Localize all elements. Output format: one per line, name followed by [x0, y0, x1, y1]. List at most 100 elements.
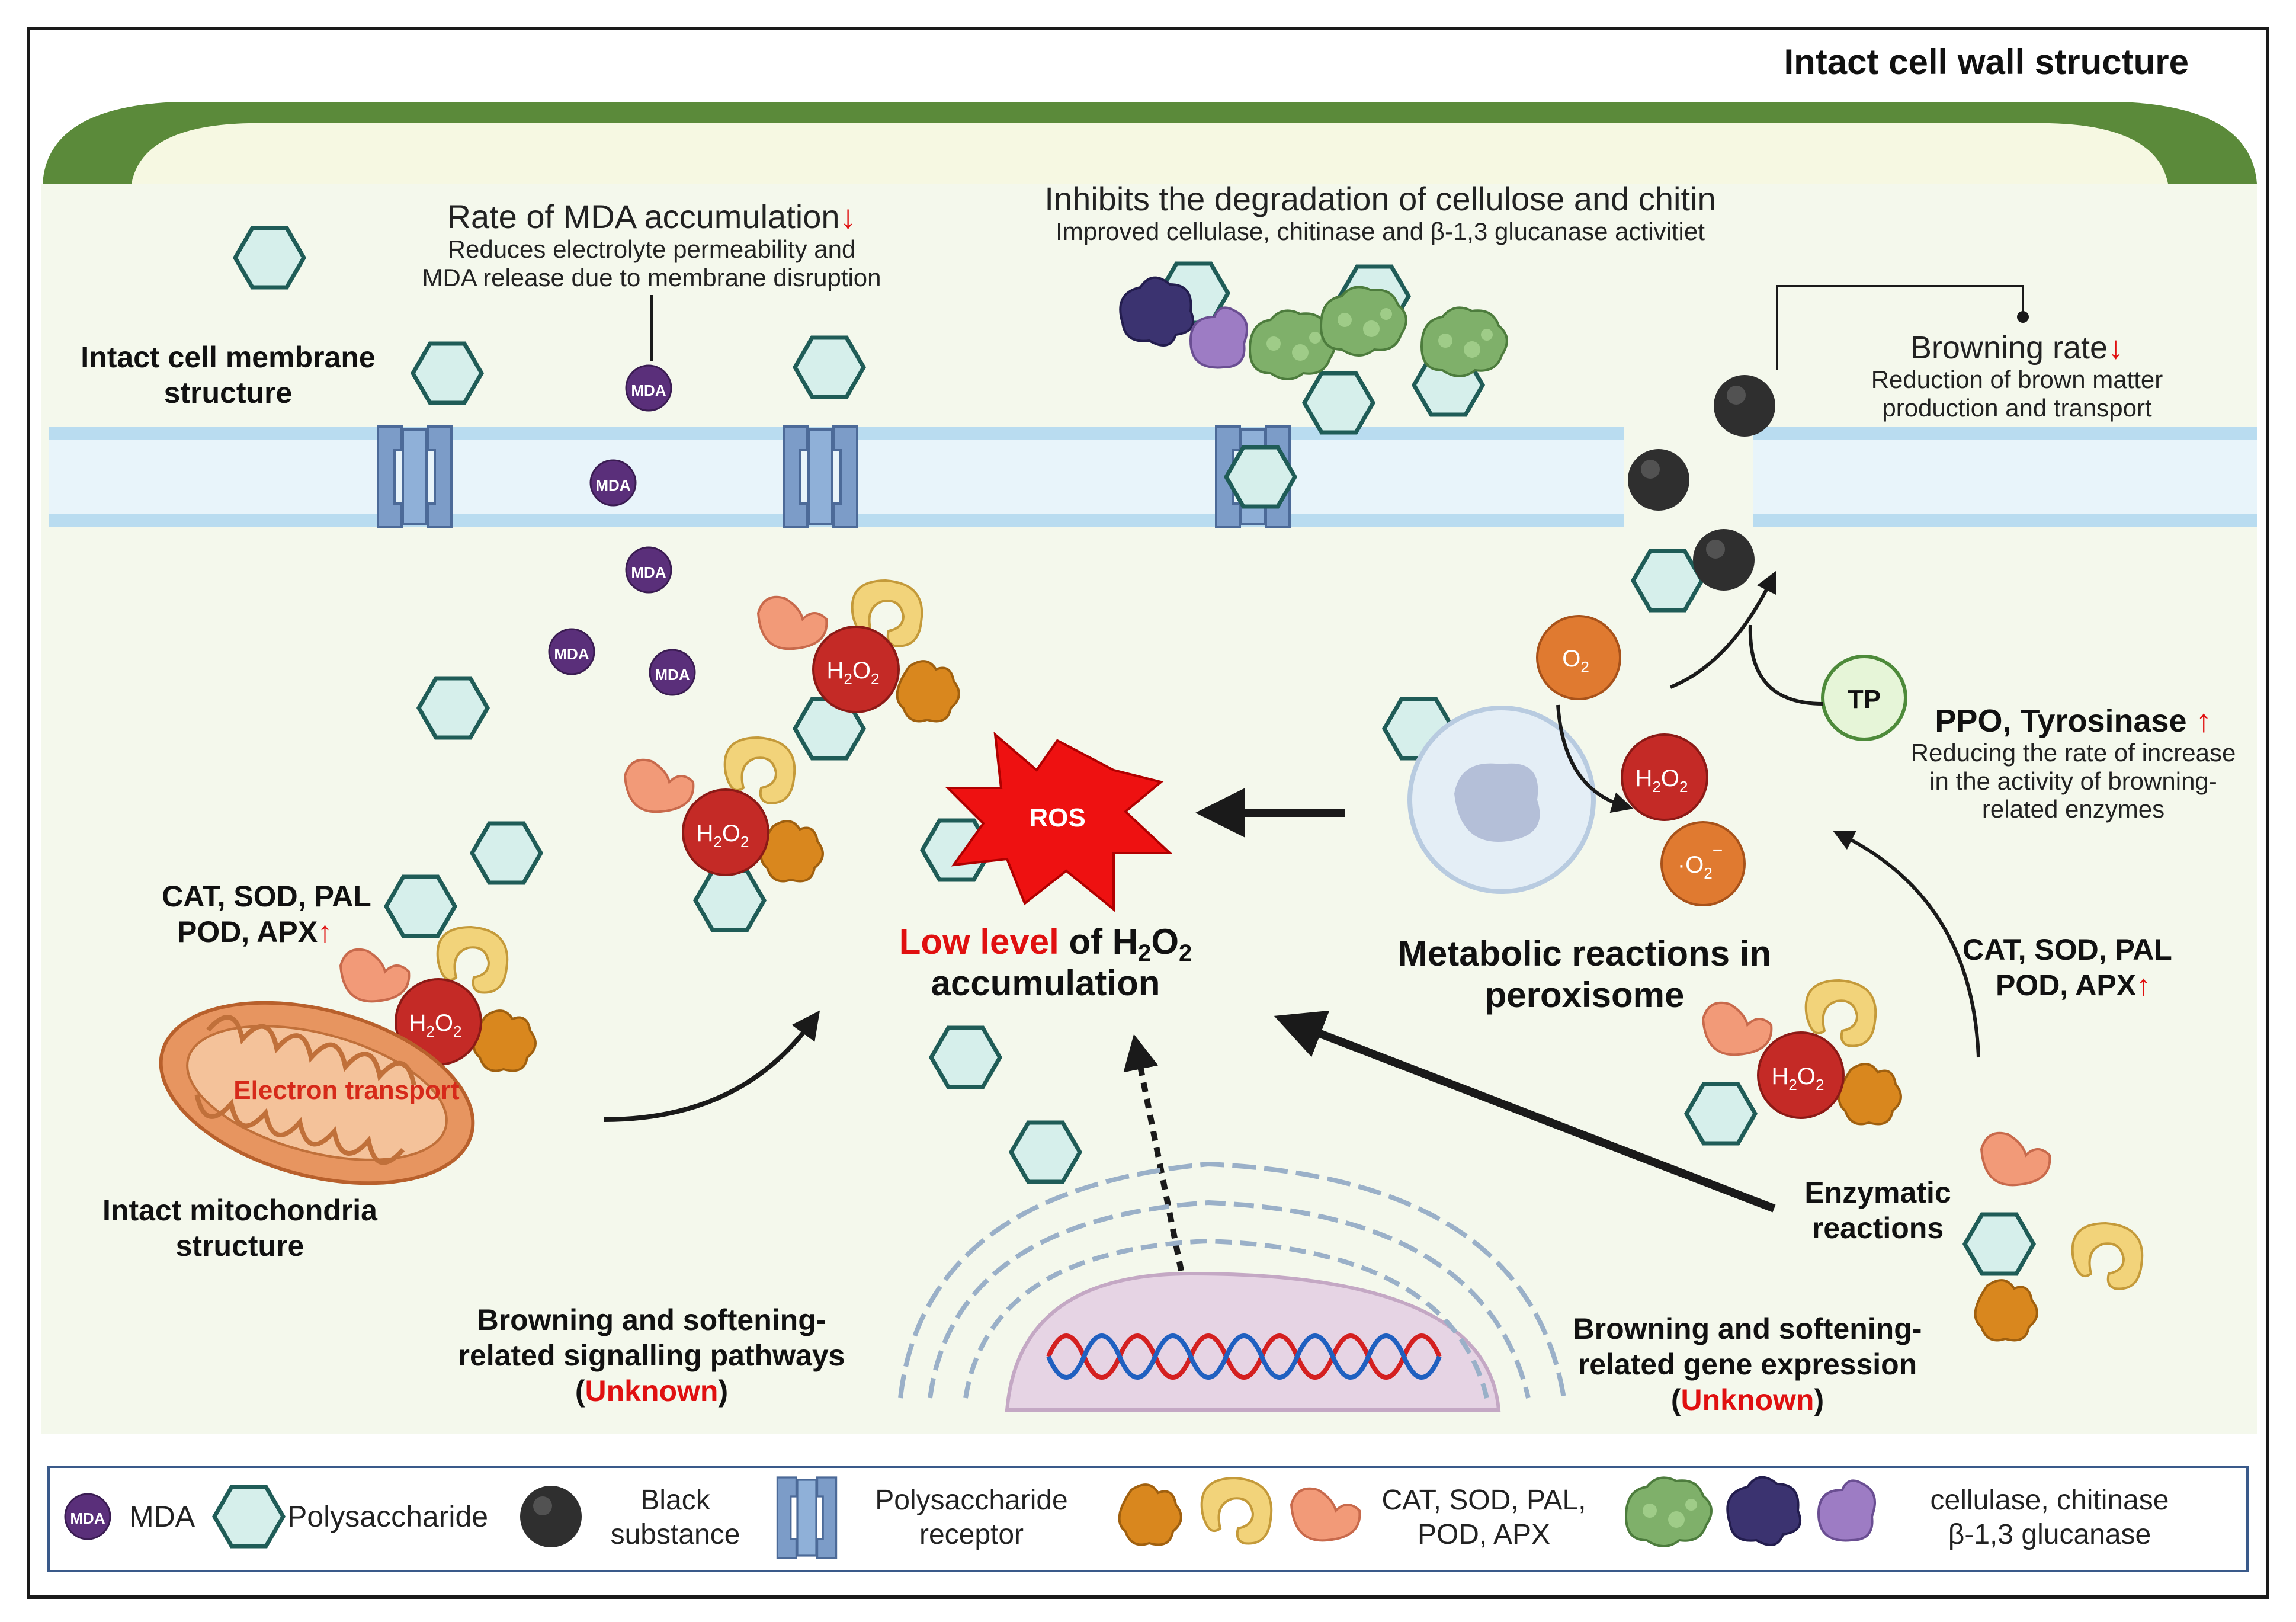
polysaccharide — [386, 877, 455, 936]
dna-strand — [1046, 1333, 1442, 1380]
h2o2-text: H — [827, 658, 844, 684]
h2o2-sub: 2 — [844, 670, 852, 688]
h2o2-text: O — [1661, 765, 1679, 791]
polysaccharide — [235, 228, 304, 287]
h2o2-group: H2O2 — [757, 579, 960, 723]
h2o2-text: O — [852, 658, 871, 684]
superoxide-sub: 2 — [1704, 864, 1712, 882]
svg-text:·O2−: ·O2− — [1678, 841, 1723, 882]
h2o2-level-label: Low level of H2O2 — [899, 922, 1192, 966]
ppo-block: TP PPO, Tyrosinase ↑ Reducing the rate o… — [1821, 655, 2236, 823]
browning-title-text: Browning rate — [1910, 330, 2108, 366]
signalling-label: Browning and softening- — [477, 1303, 826, 1336]
browning-title: Browning rate↓ — [1910, 330, 2124, 366]
paren: ( — [1671, 1383, 1681, 1416]
polysaccharide-receptor — [377, 425, 453, 528]
mitochondria-label: structure — [176, 1229, 304, 1262]
legend-enzyme-icon — [1118, 1483, 1182, 1546]
h2o2-text: H — [1772, 1063, 1789, 1089]
mda-molecules: MDA MDA MDA MDA MDA — [548, 364, 696, 696]
gene-expression-label: Browning and softening- — [1573, 1312, 1922, 1345]
legend-polysaccharide-icon — [214, 1487, 283, 1546]
legend-black-label: substance — [611, 1519, 740, 1550]
legend-receptor-icon — [776, 1476, 838, 1559]
h2o2-sub: 2 — [1816, 1076, 1824, 1094]
h2o2-text: H — [409, 1010, 427, 1036]
legend-polysaccharide-label: Polysaccharide — [287, 1500, 488, 1533]
paren: ) — [718, 1374, 728, 1408]
black-substance — [1714, 375, 1775, 437]
legend-black-label: Black — [640, 1485, 710, 1516]
mda-title-text: Rate of MDA accumulation — [447, 198, 840, 235]
polysaccharide — [1226, 447, 1295, 507]
ppo-desc: in the activity of browning- — [1929, 767, 2217, 795]
h2o2-text: H — [1636, 765, 1653, 791]
signalling-unknown: (Unknown) — [575, 1374, 728, 1408]
dna-strand — [1046, 1333, 1442, 1380]
o-text: O — [1151, 922, 1179, 961]
h2o2-text: O — [1797, 1063, 1816, 1089]
legend-cellulase-label: β-1,3 glucanase — [1948, 1519, 2151, 1550]
superoxide-sup: − — [1713, 841, 1723, 860]
legend-antioxidant-label: POD, APX — [1418, 1519, 1550, 1550]
left-enzymes-text: POD, APX — [177, 915, 318, 948]
polysaccharide — [695, 871, 764, 930]
polysaccharide — [419, 678, 488, 738]
h2o2-sub: 2 — [713, 833, 721, 851]
svg-text:H2O2: H2O2 — [1636, 765, 1688, 796]
ppo-title-text: PPO, Tyrosinase — [1935, 703, 2186, 739]
h2o2-sub: 2 — [1788, 1076, 1797, 1094]
of-h-text: of H — [1059, 922, 1138, 961]
polysaccharide — [1686, 1084, 1755, 1143]
oxygen-molecule: O2 — [1536, 615, 1621, 700]
h2o2-group: H2O2 — [1702, 979, 1902, 1126]
cell-wall-inner — [132, 123, 2168, 184]
legend-mda-icon: MDA — [70, 1509, 105, 1527]
legend-receptor-label: Polysaccharide — [875, 1485, 1068, 1516]
ros-star: ROS — [945, 732, 1173, 912]
gene-expression-unknown: (Unknown) — [1671, 1383, 1824, 1416]
paren: ) — [1814, 1383, 1824, 1416]
cell-wall-label: Intact cell wall structure — [1784, 42, 2189, 82]
up-arrow-icon: ↑ — [318, 915, 332, 948]
black-substance — [1628, 449, 1689, 511]
mda-molecule: MDA — [655, 666, 690, 684]
mda-desc: Reduces electrolyte permeability and — [448, 235, 856, 263]
arrows — [604, 570, 1980, 1304]
h2o2-text: O — [722, 820, 740, 847]
polysaccharide — [1633, 551, 1702, 610]
svg-text:O2: O2 — [1562, 646, 1589, 676]
cellulose-title: Inhibits the degradation of cellulose an… — [1044, 180, 1715, 217]
mda-molecule: MDA — [631, 382, 666, 399]
paren: ( — [575, 1374, 585, 1408]
mda-title: Rate of MDA accumulation↓ — [447, 198, 857, 235]
polysaccharide — [1965, 1214, 2034, 1274]
legend: MDA MDA Polysaccharide Black substance P… — [64, 1476, 2169, 1559]
h2o2-sub: 2 — [1679, 778, 1688, 796]
polysaccharide — [931, 1028, 1000, 1087]
ppo-desc: Reducing the rate of increase — [1911, 739, 2236, 767]
h2o2-group: H2O2 — [624, 736, 824, 883]
polysaccharide — [472, 823, 541, 883]
black-substance — [1693, 529, 1755, 591]
mda-molecule: MDA — [554, 645, 589, 663]
h2o2-accumulation-label: accumulation — [931, 963, 1160, 1003]
legend-black-substance-icon — [520, 1486, 582, 1547]
gene-expression-label: related gene expression — [1578, 1348, 1917, 1381]
h2o2-text: O — [435, 1010, 453, 1036]
peroxisome-label: Metabolic reactions in — [1398, 934, 1771, 973]
mda-block: Rate of MDA accumulation↓ Reduces electr… — [422, 198, 881, 361]
svg-text:H2O2: H2O2 — [697, 820, 749, 851]
nucleus — [898, 1161, 1566, 1412]
polysaccharide — [1011, 1123, 1080, 1182]
mitochondria-label: Intact mitochondria — [102, 1194, 378, 1227]
right-enzymes-text: POD, APX — [1996, 969, 2136, 1002]
polysaccharide — [795, 338, 864, 397]
legend-antioxidant-label: CAT, SOD, PAL, — [1382, 1485, 1586, 1516]
svg-text:H2O2: H2O2 — [1772, 1063, 1824, 1094]
mda-desc: MDA release due to membrane disruption — [422, 264, 881, 291]
h2o2-text: H — [697, 820, 714, 847]
h2o2-sub: 2 — [426, 1022, 434, 1040]
o2-text: O — [1562, 646, 1580, 672]
h2o2-sub: 2 — [453, 1022, 461, 1040]
